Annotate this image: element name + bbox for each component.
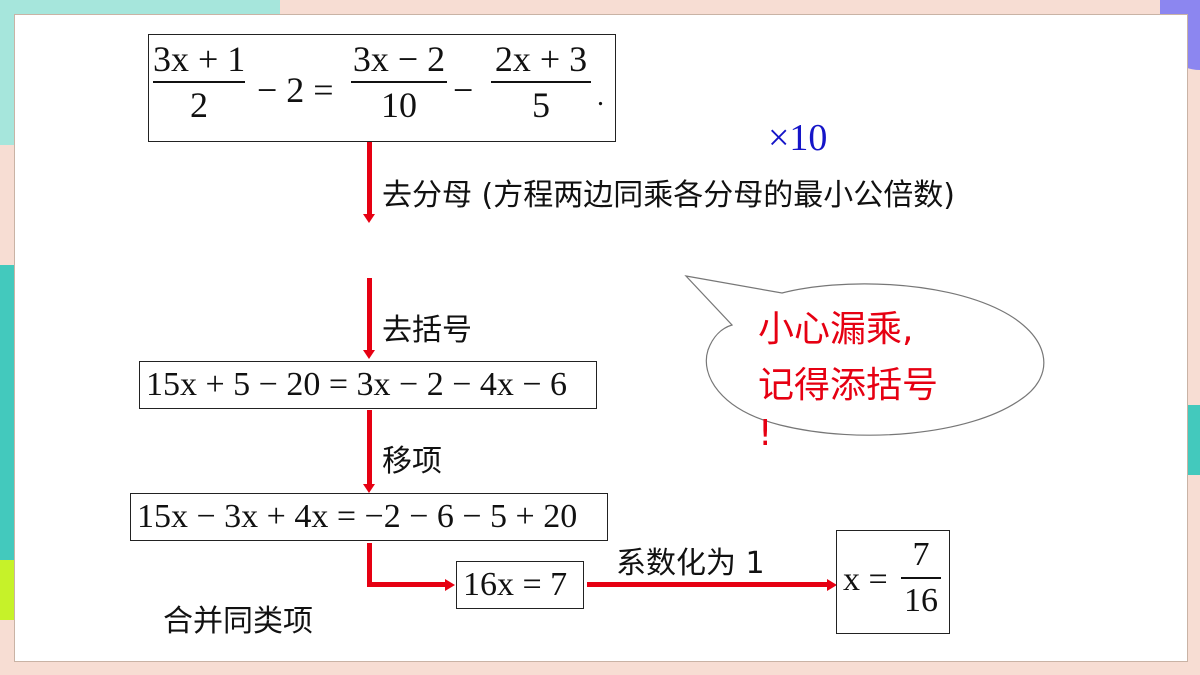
step-label-remove-brackets: 去括号 xyxy=(382,313,472,348)
equation-text: 15x + 5 − 20 = 3x − 2 − 4x − 6 xyxy=(146,366,568,403)
arrow-step1 xyxy=(367,142,372,216)
term2-numerator: 3x − 2 xyxy=(352,39,446,79)
multiplier-label: ×10 xyxy=(768,117,828,159)
speech-bubble-icon xyxy=(684,275,1045,436)
decor-teal-tab xyxy=(1188,405,1200,475)
arrow-step4-vertical xyxy=(367,543,372,585)
callout-line1: 小心漏乘, xyxy=(758,309,914,350)
solution-numerator: 7 xyxy=(912,536,930,573)
term1-denominator: 2 xyxy=(190,85,208,125)
equation-combined: 16x = 7 xyxy=(456,561,584,609)
fraction-bar xyxy=(153,81,245,83)
equation-period: . xyxy=(597,81,604,112)
arrow-head-icon xyxy=(363,484,375,493)
arrow-head-icon xyxy=(445,579,455,591)
equation-after-transpose: 15x − 3x + 4x = −2 − 6 − 5 + 20 xyxy=(130,493,608,541)
fraction-bar xyxy=(901,577,941,579)
step-label-coefficient-to-one: 系数化为 1 xyxy=(616,546,765,581)
fraction-bar xyxy=(491,81,591,83)
decor-teal-strip xyxy=(0,265,14,560)
equation-text: 16x = 7 xyxy=(463,566,568,603)
arrow-step3 xyxy=(367,410,372,486)
solution-lhs: x = xyxy=(843,561,888,598)
equation-middle: − 2 = xyxy=(257,70,334,110)
step-label-combine-like-terms: 合并同类项 xyxy=(163,604,313,639)
equation-text: 15x − 3x + 4x = −2 − 6 − 5 + 20 xyxy=(137,498,578,535)
solution-fraction: 7 16 xyxy=(901,535,941,621)
equation-minus: − xyxy=(453,70,474,110)
arrow-head-icon xyxy=(363,214,375,223)
fraction-term1: 3x + 1 2 xyxy=(153,39,245,125)
step-label-transpose: 移项 xyxy=(382,444,442,479)
arrow-head-icon xyxy=(827,579,837,591)
callout-line3: ! xyxy=(758,413,773,454)
arrow-step4-horizontal xyxy=(367,582,446,587)
arrow-step5 xyxy=(587,582,829,587)
term2-denominator: 10 xyxy=(381,85,417,125)
callout-text: 小心漏乘, 记得添括号 ! xyxy=(758,302,938,454)
callout-line2: 记得添括号 xyxy=(758,365,939,406)
arrow-step2 xyxy=(367,278,372,352)
term3-numerator: 2x + 3 xyxy=(494,39,588,79)
fraction-term2: 3x − 2 10 xyxy=(351,39,447,125)
solution-denominator: 16 xyxy=(904,582,938,619)
fraction-bar xyxy=(351,81,447,83)
solution-box: x = 7 16 xyxy=(836,530,950,634)
fraction-term3: 2x + 3 5 xyxy=(491,39,591,125)
arrow-head-icon xyxy=(363,350,375,359)
step-label-remove-denominators: 去分母 (方程两边同乘各分母的最小公倍数) xyxy=(382,178,955,213)
original-equation-box: 3x + 1 2 − 2 = 3x − 2 10 − 2x + 3 5 . xyxy=(148,34,616,142)
equation-after-brackets: 15x + 5 − 20 = 3x − 2 − 4x − 6 xyxy=(139,361,597,409)
decor-lime-strip xyxy=(0,560,14,620)
term3-denominator: 5 xyxy=(532,85,550,125)
term1-numerator: 3x + 1 xyxy=(153,39,246,79)
